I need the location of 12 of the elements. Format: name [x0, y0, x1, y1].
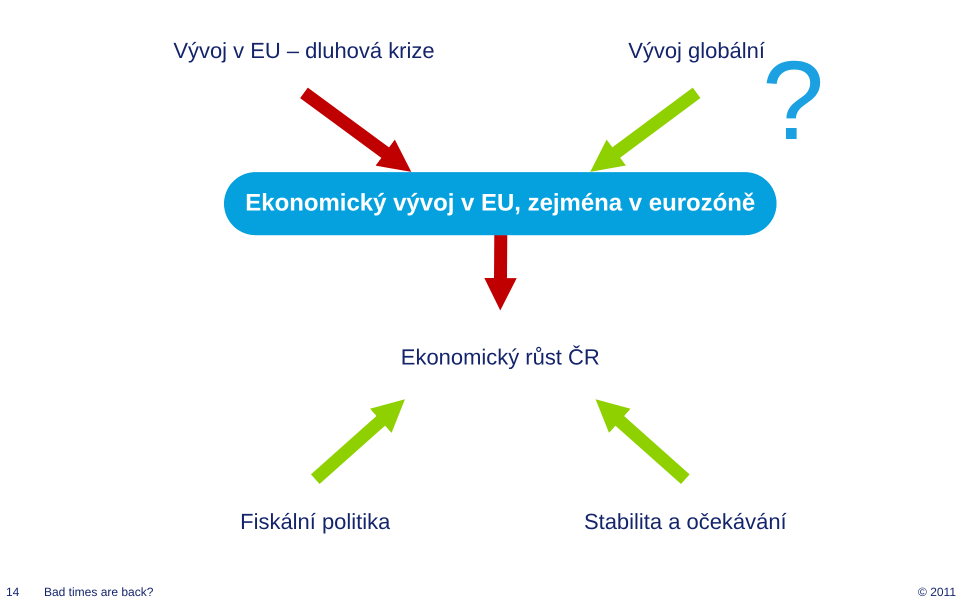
node-text: Stabilita a očekávání [584, 509, 787, 534]
arrow [300, 88, 412, 172]
footer-title: Bad times are back? [44, 586, 154, 598]
node-text: Ekonomický růst ČR [400, 344, 600, 370]
page-number: 14 [6, 586, 20, 598]
arrow [596, 399, 690, 484]
arrow [484, 235, 517, 310]
copyright-notice: © 2011 [918, 586, 956, 598]
node-text: Fiskální politika [240, 509, 390, 534]
arrow [590, 88, 700, 172]
node-text: Vývoj v EU – dluhová krize [173, 38, 435, 63]
arrow [310, 399, 405, 484]
